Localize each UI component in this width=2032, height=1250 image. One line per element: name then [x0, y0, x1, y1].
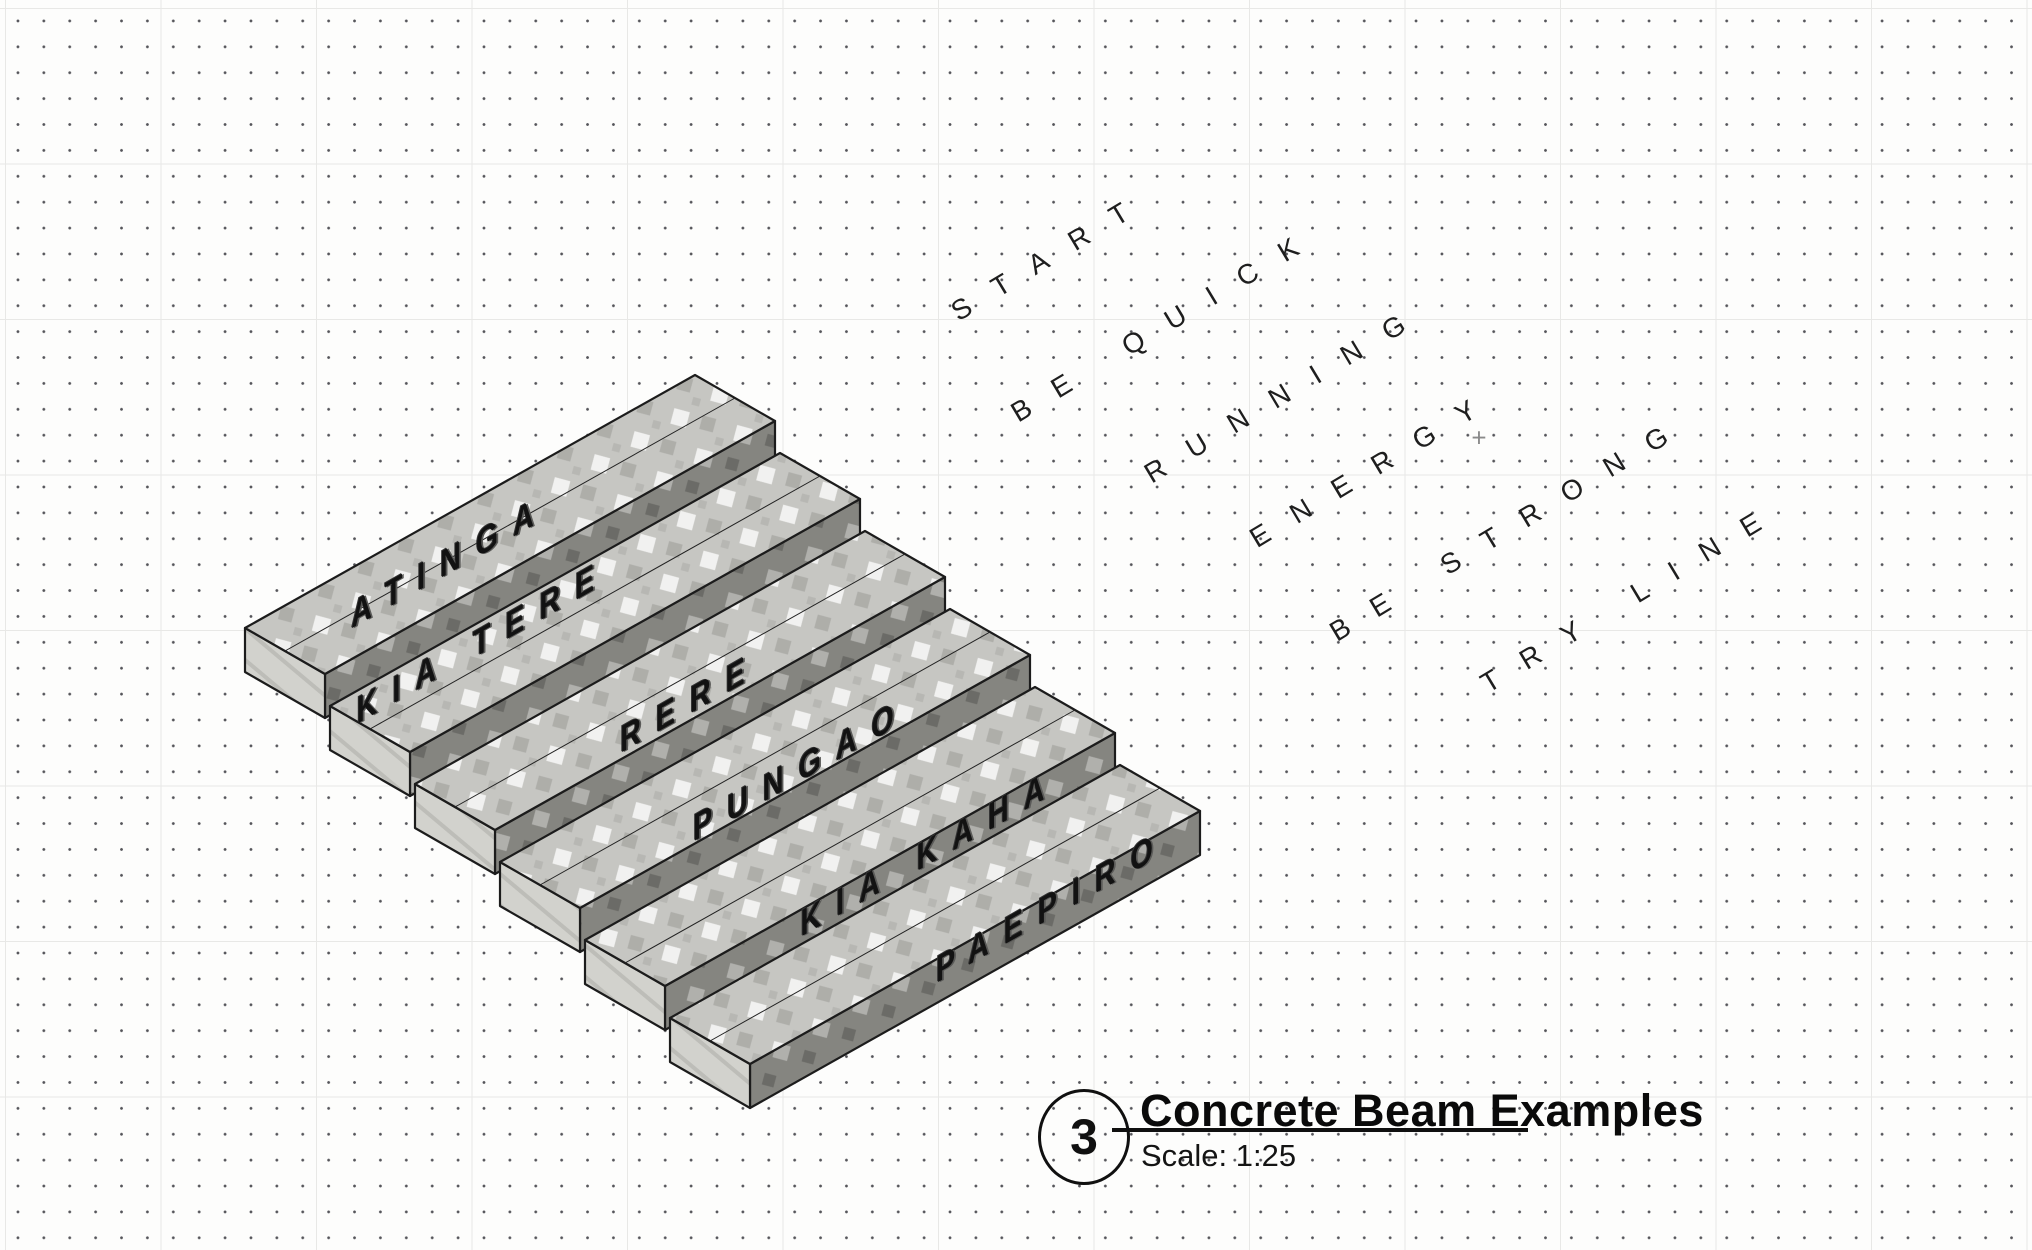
view-number: 3	[1070, 1109, 1098, 1165]
view-title[interactable]: Concrete Beam Examples	[1140, 1085, 1704, 1136]
beam-pungao[interactable]	[498, 607, 1032, 954]
title-underline	[1112, 1128, 1528, 1132]
beam-center-line	[454, 553, 906, 808]
beam-paepiro[interactable]	[668, 763, 1202, 1110]
beam-atinga[interactable]	[243, 373, 777, 720]
beam-center-line	[709, 787, 1161, 1042]
beam-center-line	[284, 397, 736, 652]
view-scale-label: Scale: 1:25	[1141, 1138, 1297, 1173]
beam-center-line	[369, 475, 821, 730]
beam-rere[interactable]	[413, 529, 947, 876]
view-number-bubble[interactable]: 3	[1038, 1089, 1130, 1185]
beam-kia-kaha[interactable]	[583, 685, 1117, 1032]
crosshair-marker: +	[1471, 422, 1487, 453]
beam-center-line	[624, 709, 1076, 964]
beam-center-line	[539, 631, 991, 886]
beam-kia-tere[interactable]	[328, 451, 862, 798]
